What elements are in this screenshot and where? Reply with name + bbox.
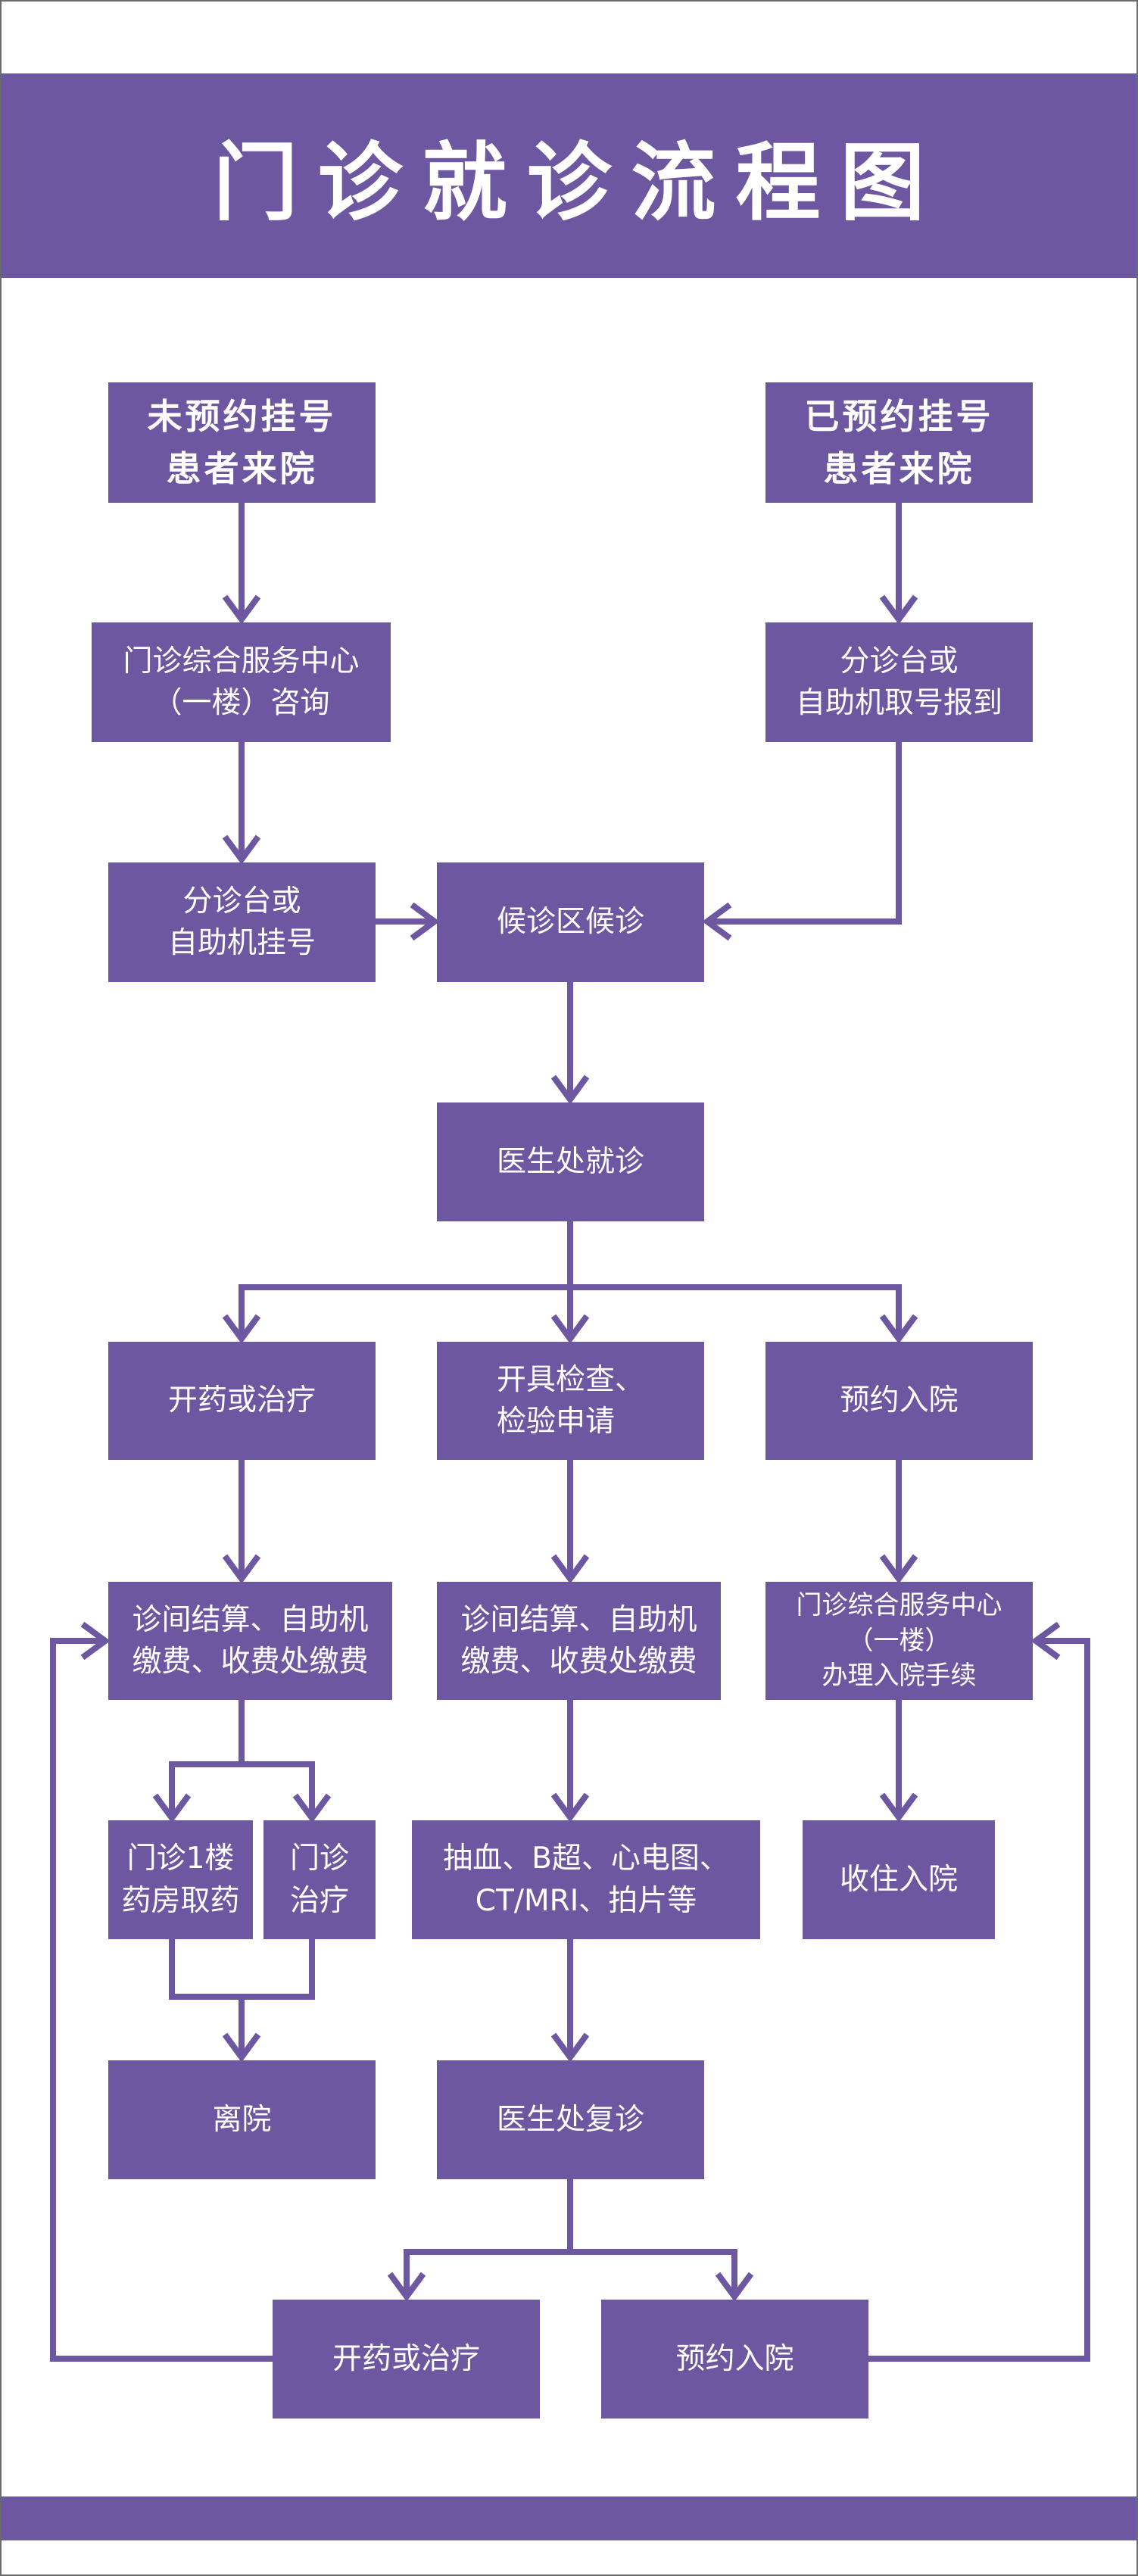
edge-book-to-procedures (879, 1460, 918, 1584)
edge-procedures-to-admitted (879, 1700, 918, 1823)
arrowhead-down-icon (550, 1792, 590, 1823)
arrowhead-down-icon (222, 1314, 261, 1344)
node-pharmacy: 门诊1楼药房取药 (108, 1820, 253, 1939)
arrowhead-down-icon (879, 594, 918, 625)
arrowhead-down-icon (550, 2032, 590, 2063)
edge-consult-to-triage (222, 742, 261, 865)
edge-payment-split (152, 1700, 332, 1823)
arrowhead-down-icon (550, 1074, 590, 1105)
node-payment-left: 诊间结算、自助机缴费、收费处缴费 (108, 1582, 392, 1700)
node-waiting-area: 候诊区候诊 (437, 862, 704, 982)
arrowhead-down-icon (550, 1554, 590, 1584)
edge-triage-to-waiting (376, 902, 440, 941)
edge-loop-to-procedures (868, 1621, 1090, 2362)
node-prescribe-treat: 开药或治疗 (108, 1342, 376, 1460)
arrowhead-down-icon (879, 1314, 918, 1344)
node-leave-hospital: 离院 (108, 2060, 376, 2179)
node-book-admission: 预约入院 (765, 1342, 1033, 1460)
arrowhead-left-icon (702, 902, 732, 941)
arrowhead-left-icon (1030, 1621, 1061, 1661)
arrowhead-down-icon (715, 2272, 754, 2302)
edge-exams-to-revisit (550, 1939, 590, 2063)
node-doctor-revisit: 医生处复诊 (437, 2060, 704, 2179)
arrowhead-down-icon (387, 2272, 426, 2302)
edge-waiting-to-doctor (550, 982, 590, 1105)
arrowhead-down-icon (222, 1554, 261, 1584)
edge-checkin-to-waiting (702, 742, 902, 941)
arrowhead-right-icon (80, 1621, 111, 1661)
arrowhead-down-icon (222, 834, 261, 865)
arrowhead-down-icon (879, 1554, 918, 1584)
node-prescribe-treat-2: 开药或治疗 (273, 2300, 540, 2419)
node-triage-checkin: 分诊台或自助机取号报到 (765, 622, 1033, 742)
node-booked-arrival: 已预约挂号患者来院 (765, 382, 1033, 503)
page-title: 门诊就诊流程图 (213, 134, 945, 232)
edge-revisit-branches (387, 2179, 754, 2302)
node-service-center-consult: 门诊综合服务中心（一楼）咨询 (92, 622, 391, 742)
edge-loop-to-payment (50, 1621, 273, 2362)
arrowhead-right-icon (410, 902, 440, 941)
arrowhead-down-icon (879, 1792, 918, 1823)
edge-merge-to-leave (169, 1939, 315, 2063)
node-doctor-visit: 医生处就诊 (437, 1102, 704, 1221)
edge-unbooked-to-consult (222, 503, 261, 625)
node-exam-request: 开具检查、检验申请 (437, 1342, 704, 1460)
node-outpatient-treatment: 门诊治疗 (263, 1820, 376, 1939)
node-book-admission-2: 预约入院 (601, 2300, 868, 2419)
node-admission-procedures: 门诊综合服务中心（一楼）办理入院手续 (765, 1582, 1033, 1700)
arrowhead-down-icon (292, 1793, 332, 1823)
edge-doctor-branches (222, 1221, 918, 1344)
arrowhead-down-icon (222, 2032, 261, 2063)
edge-prescribe-to-payment (222, 1460, 261, 1584)
node-payment-mid: 诊间结算、自助机缴费、收费处缴费 (437, 1582, 721, 1700)
edge-payment-to-exams (550, 1700, 590, 1823)
node-unbooked-arrival: 未预约挂号患者来院 (108, 382, 376, 503)
arrowhead-down-icon (152, 1793, 192, 1823)
arrowhead-down-icon (222, 594, 261, 625)
footer-band (2, 2496, 1136, 2540)
node-triage-register: 分诊台或自助机挂号 (108, 862, 376, 982)
arrowhead-down-icon (550, 1314, 590, 1344)
edge-exam-request-to-payment (550, 1460, 590, 1584)
node-exams: 抽血、B超、心电图、CT/MRI、拍片等 (412, 1820, 760, 1939)
edge-booked-to-checkin (879, 503, 918, 625)
header-band (2, 73, 1136, 278)
node-admitted: 收住入院 (803, 1820, 995, 1939)
